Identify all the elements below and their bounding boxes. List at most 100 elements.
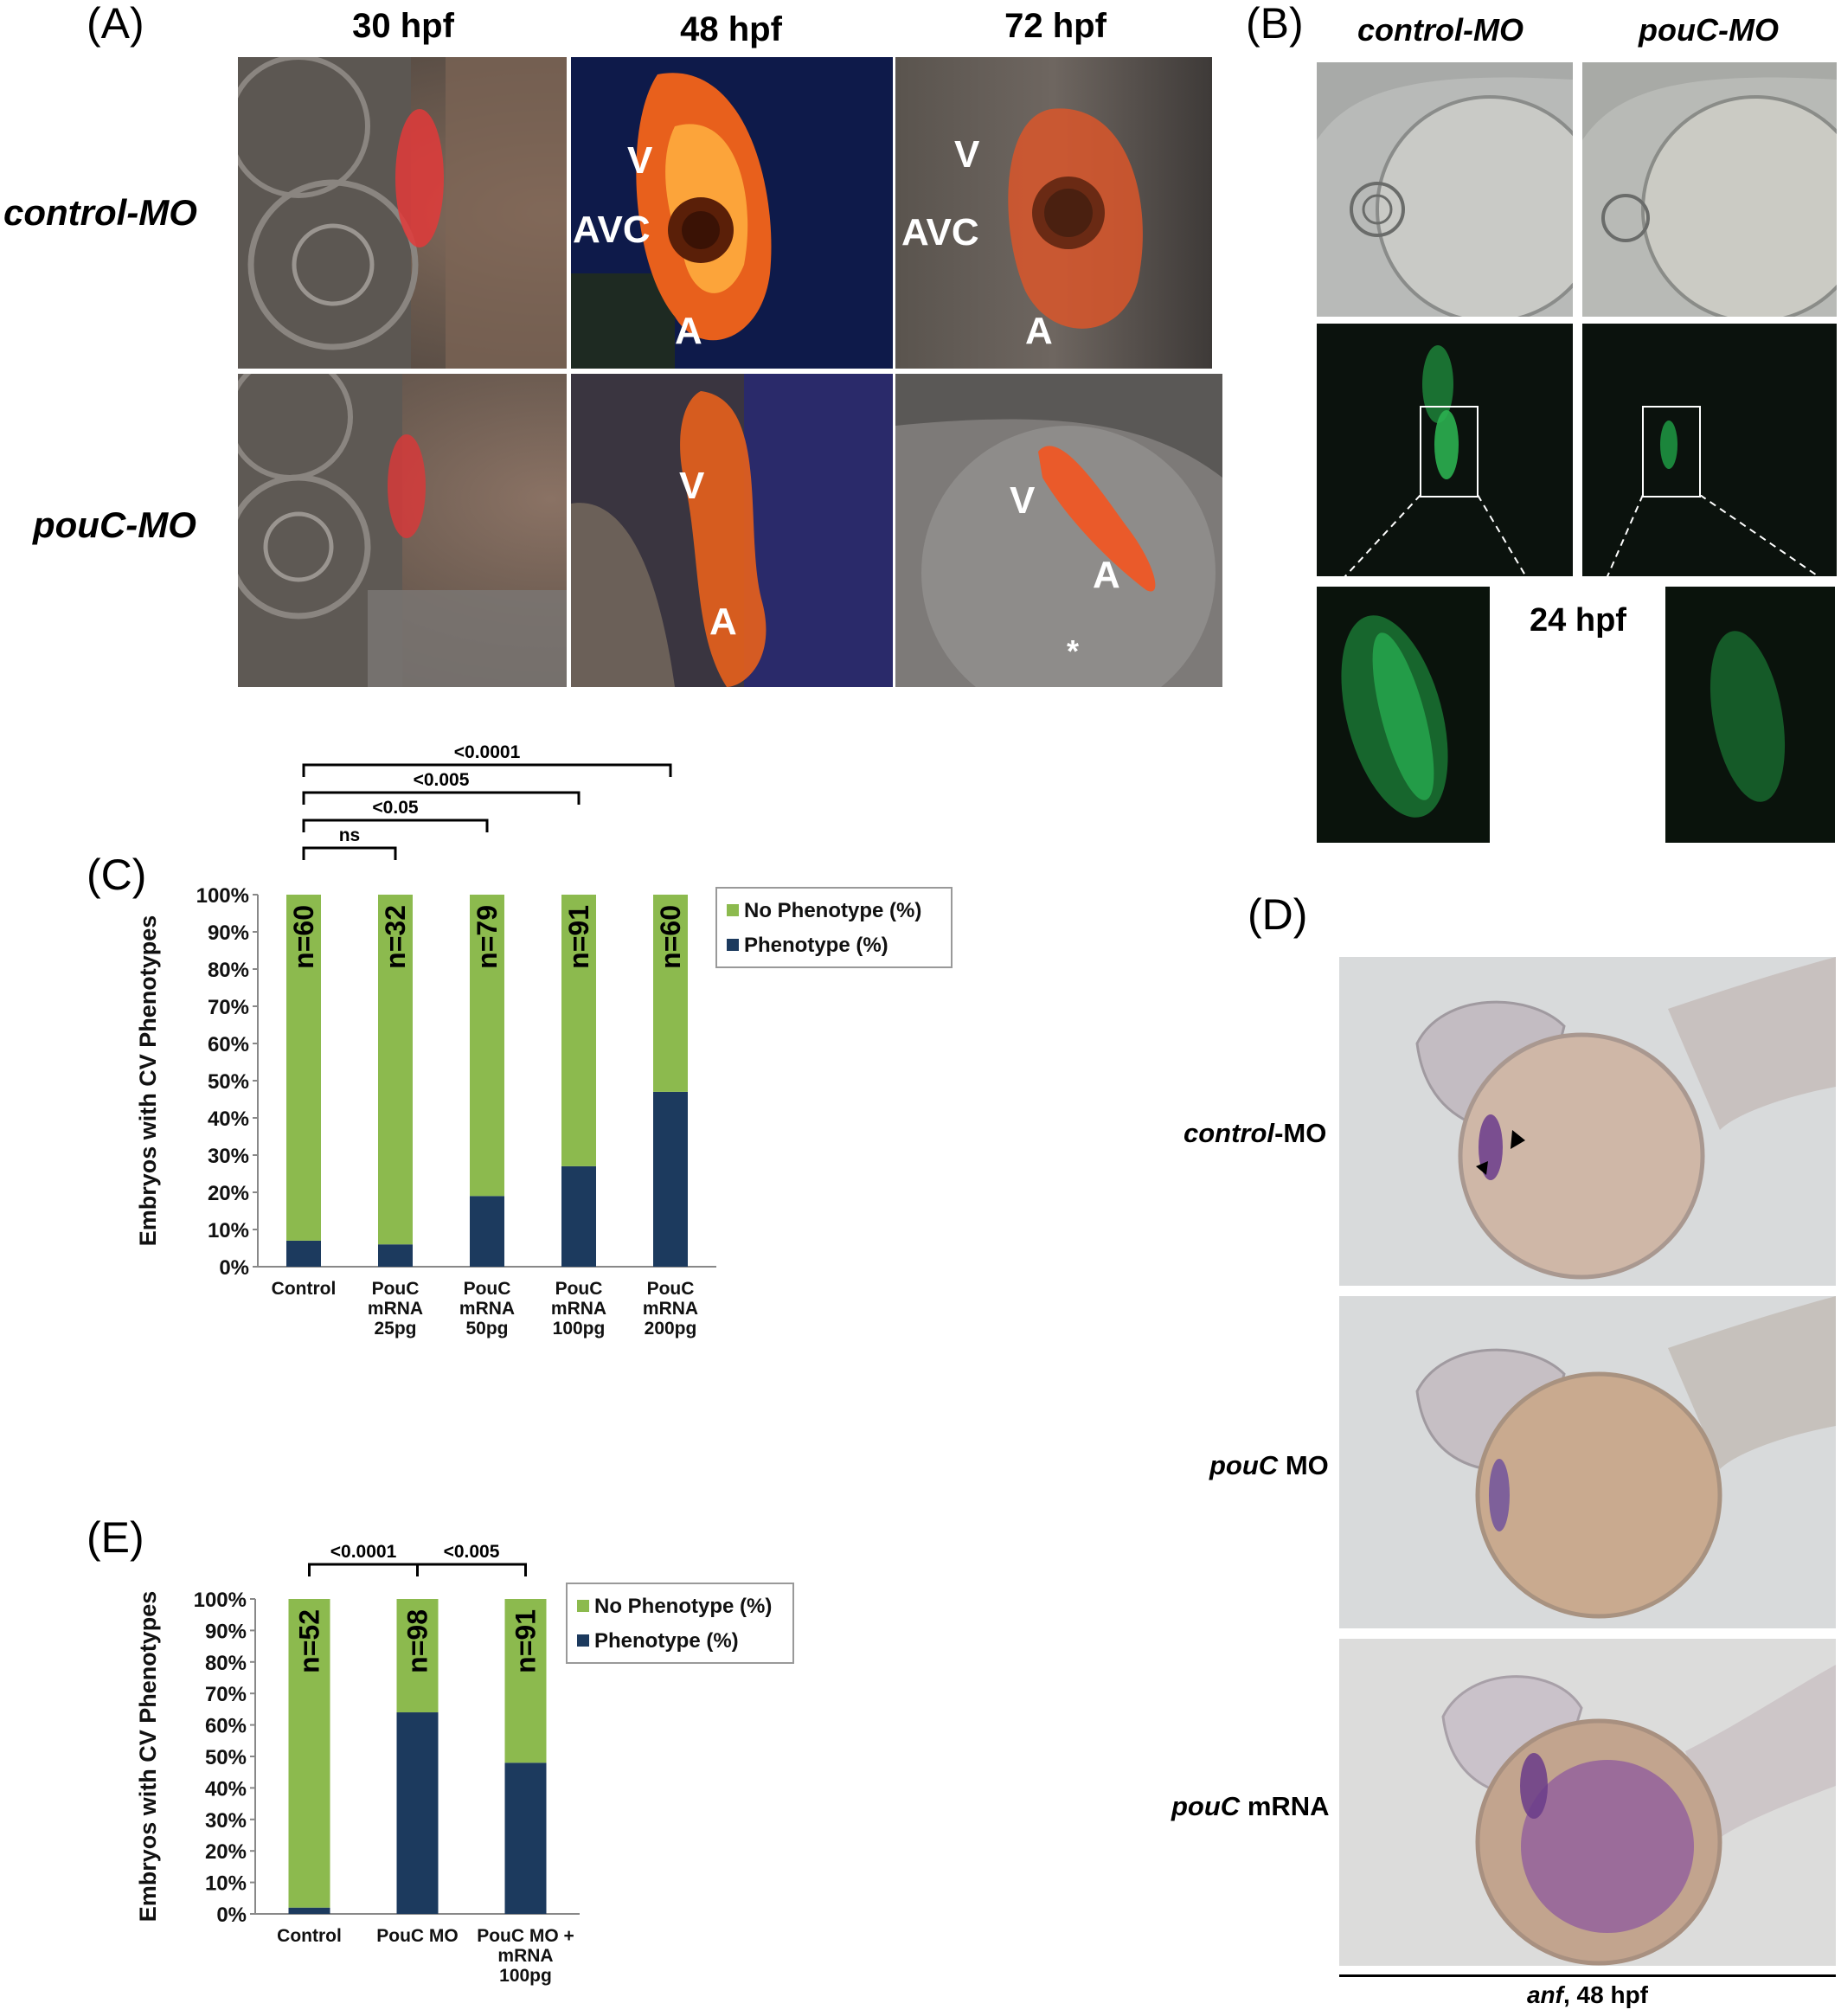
mark-avc-control-48: AVC bbox=[573, 209, 651, 251]
significance-bracket bbox=[302, 846, 397, 860]
micrograph-control-72hpf: V AVC A bbox=[895, 57, 1212, 369]
ish-pouc-mo-art bbox=[1415, 1296, 1836, 1619]
bar-phenotype bbox=[286, 1240, 321, 1267]
y-axis-title: Embryos with CV Phenotypes bbox=[135, 1591, 161, 1923]
panel-b-col-pouc-mo: pouC-MO bbox=[1639, 12, 1779, 48]
legend-label: No Phenotype (%) bbox=[744, 899, 921, 922]
bar-phenotype bbox=[288, 1907, 330, 1914]
y-tick-label: 0% bbox=[216, 1904, 247, 1927]
panel-d-row-pouc-mo-plain: MO bbox=[1278, 1450, 1329, 1480]
legend-swatch bbox=[727, 904, 739, 916]
zoom-guide-lines bbox=[1333, 495, 1836, 589]
n-label: n=52 bbox=[294, 1609, 325, 1673]
panel-c-label: (C) bbox=[87, 851, 147, 899]
y-tick-label: 30% bbox=[208, 1145, 249, 1168]
bar-no-phenotype bbox=[378, 895, 413, 1245]
panel-d-caption-rule bbox=[1339, 1974, 1836, 1977]
n-label: n=98 bbox=[402, 1609, 433, 1673]
n-label: n=32 bbox=[380, 905, 411, 969]
legend-swatch bbox=[577, 1600, 589, 1612]
mark-v-pouc-48: V bbox=[679, 465, 705, 507]
legend-box bbox=[715, 887, 953, 968]
y-tick-label: 20% bbox=[208, 1182, 249, 1205]
y-tick-label: 50% bbox=[208, 1070, 249, 1094]
brightfield-control-24hpf-art bbox=[1317, 62, 1573, 317]
micrograph-control-48hpf: V AVC A bbox=[571, 57, 893, 369]
y-tick-label: 60% bbox=[208, 1033, 249, 1056]
panel-a-label: (A) bbox=[87, 0, 144, 48]
panel-d-row-control-mo: control-MO bbox=[1184, 1118, 1326, 1149]
mark-v-control-48: V bbox=[627, 139, 653, 182]
ish-pouc-mo bbox=[1339, 1296, 1836, 1628]
x-category-label: PouC bbox=[372, 1279, 420, 1299]
bar-no-phenotype bbox=[470, 895, 504, 1197]
x-category-label: mRNA bbox=[643, 1299, 698, 1319]
y-axis-title: Embryos with CV Phenotypes bbox=[135, 915, 161, 1247]
x-category-label: 100pg bbox=[553, 1319, 606, 1339]
mark-asterisk-pouc-72: * bbox=[1067, 633, 1080, 669]
x-category-label: 50pg bbox=[465, 1319, 508, 1339]
y-tick-label: 40% bbox=[208, 1108, 249, 1131]
mark-a-control-72: A bbox=[1025, 310, 1053, 352]
micrograph-pouc-48hpf: V A bbox=[571, 374, 893, 687]
x-category-label: Control bbox=[277, 1926, 342, 1946]
micrograph-control-48hpf-art bbox=[571, 73, 772, 369]
y-tick-label: 90% bbox=[208, 921, 249, 945]
x-category-label: mRNA bbox=[368, 1299, 423, 1319]
mark-v-pouc-72: V bbox=[1010, 479, 1036, 522]
mark-a-pouc-48: A bbox=[709, 600, 737, 643]
bar-no-phenotype bbox=[653, 895, 688, 1092]
panel-d-row-pouc-mrna: pouC mRNA bbox=[1171, 1791, 1330, 1822]
bar-no-phenotype bbox=[504, 1599, 547, 1763]
n-label: n=60 bbox=[655, 905, 686, 969]
fluorescence-control-24hpf bbox=[1317, 324, 1573, 576]
y-tick-label: 60% bbox=[205, 1715, 247, 1738]
x-category-label: PouC bbox=[555, 1279, 603, 1299]
x-category-label: Control bbox=[272, 1279, 337, 1299]
panel-d-caption-gene: anf bbox=[1526, 1981, 1563, 2008]
legend-swatch bbox=[727, 939, 739, 951]
significance-label: <0.0001 bbox=[454, 742, 521, 762]
panel-a-col-48hpf: 48 hpf bbox=[680, 10, 782, 48]
x-category-label: PouC MO bbox=[376, 1926, 459, 1946]
brightfield-pouc-24hpf-art bbox=[1582, 62, 1837, 317]
fluorescence-zoom-pouc bbox=[1665, 587, 1835, 843]
y-tick-label: 80% bbox=[205, 1652, 247, 1675]
y-tick-label: 100% bbox=[196, 884, 249, 908]
significance-bracket bbox=[302, 763, 672, 777]
micrograph-pouc-72hpf: V A * bbox=[895, 374, 1222, 687]
panel-d-row-control-plain: -MO bbox=[1274, 1118, 1327, 1148]
fluorescence-zoom-control bbox=[1317, 587, 1490, 843]
bar-no-phenotype bbox=[286, 895, 321, 1241]
significance-label: <0.0001 bbox=[330, 1542, 397, 1562]
panel-b-label: (B) bbox=[1246, 0, 1304, 48]
significance-bracket bbox=[302, 819, 489, 832]
fluorescence-zoom-pouc-art bbox=[1710, 631, 1786, 802]
y-tick-label: 100% bbox=[194, 1589, 247, 1612]
micrograph-pouc-30hpf bbox=[238, 374, 567, 687]
bar-phenotype bbox=[378, 1244, 413, 1267]
x-category-label: PouC MO + bbox=[477, 1926, 574, 1946]
panel-d-row-pouc-mrna-italic: pouC bbox=[1171, 1791, 1241, 1821]
panel-d-label: (D) bbox=[1248, 890, 1308, 939]
significance-label: ns bbox=[339, 825, 361, 845]
panel-d-row-control-italic: control bbox=[1184, 1118, 1275, 1148]
mark-a-control-48: A bbox=[675, 310, 702, 352]
mark-v-control-72: V bbox=[954, 133, 980, 176]
panel-b-col-control-mo: control-MO bbox=[1357, 12, 1523, 48]
y-tick-label: 80% bbox=[208, 959, 249, 982]
significance-label: <0.05 bbox=[372, 798, 418, 818]
bar-phenotype bbox=[504, 1762, 547, 1914]
significance-bracket bbox=[416, 1563, 527, 1576]
x-category-label: 25pg bbox=[374, 1319, 416, 1339]
panel-a-col-30hpf: 30 hpf bbox=[352, 7, 454, 45]
n-label: n=91 bbox=[510, 1609, 542, 1673]
n-label: n=79 bbox=[471, 905, 503, 969]
panel-e-label: (E) bbox=[87, 1513, 144, 1562]
significance-bracket bbox=[302, 791, 581, 805]
mark-avc-control-72: AVC bbox=[901, 211, 979, 254]
significance-label: <0.005 bbox=[444, 1542, 500, 1562]
ish-pouc-mrna bbox=[1339, 1639, 1836, 1966]
micrograph-control-72hpf-art bbox=[1008, 108, 1143, 329]
y-tick-label: 0% bbox=[219, 1256, 249, 1280]
